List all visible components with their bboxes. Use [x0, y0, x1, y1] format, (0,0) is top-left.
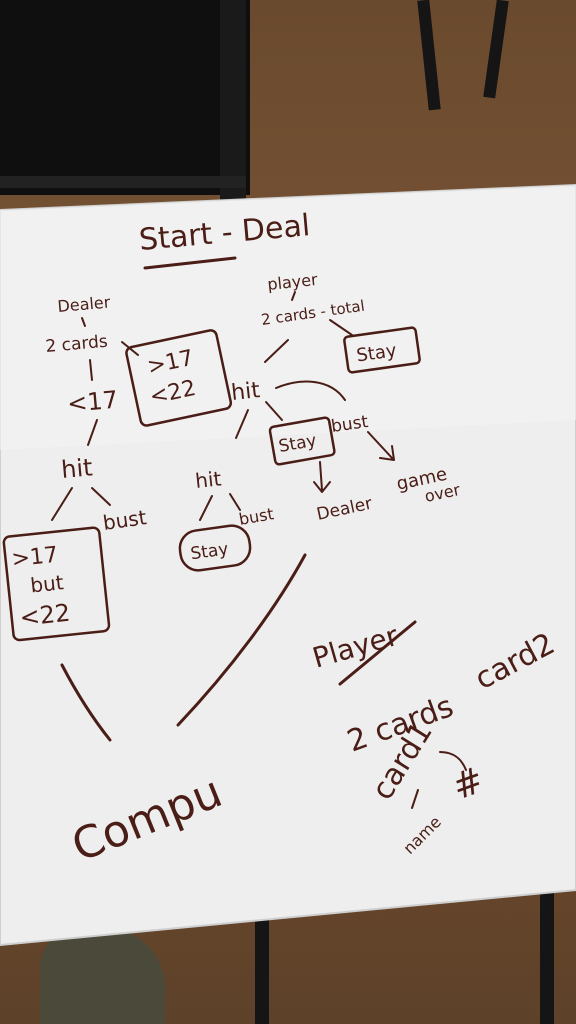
dealer-final-gt: >17: [10, 543, 59, 573]
chair-leg: [220, 0, 246, 200]
background-chair: [0, 0, 250, 195]
dealer-lt17: <17: [66, 386, 119, 418]
player-hit-2: hit: [194, 466, 223, 493]
computer-arrow-left: [60, 663, 112, 742]
dealer-final-box: >17 but <22: [2, 526, 111, 642]
dealer-label: Dealer: [57, 292, 112, 316]
dealer-final-lt: <22: [18, 599, 71, 632]
chair-bar: [0, 176, 246, 188]
computer-arrow-right: [176, 553, 307, 727]
dealer-final-but: but: [29, 570, 65, 597]
easel-leg: [255, 915, 269, 1024]
easel-leg: [540, 880, 554, 1024]
dealer-hit: hit: [60, 453, 94, 484]
player-hit: hit: [230, 378, 262, 406]
card1-to-name-link: [411, 789, 419, 809]
title-underline: [143, 256, 237, 270]
player-notes-underline: [338, 620, 417, 686]
card1-to-number-link: [439, 751, 467, 771]
shoe: [40, 928, 165, 1024]
